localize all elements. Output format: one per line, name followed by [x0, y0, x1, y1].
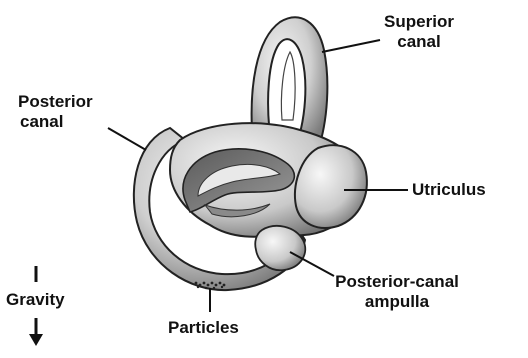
label-posterior-canal-ampulla: Posterior-canal ampulla — [332, 272, 462, 312]
ampulla-shape — [255, 226, 305, 270]
label-utriculus: Utriculus — [412, 180, 486, 200]
label-gravity: Gravity — [6, 290, 65, 310]
label-superior-canal: Superior canal — [374, 12, 464, 52]
label-posterior-canal: Posterior canal — [18, 92, 93, 132]
leader-superior — [322, 40, 380, 52]
leader-posterior — [108, 128, 146, 150]
utriculus-shape — [295, 145, 367, 228]
label-particles: Particles — [168, 318, 239, 338]
